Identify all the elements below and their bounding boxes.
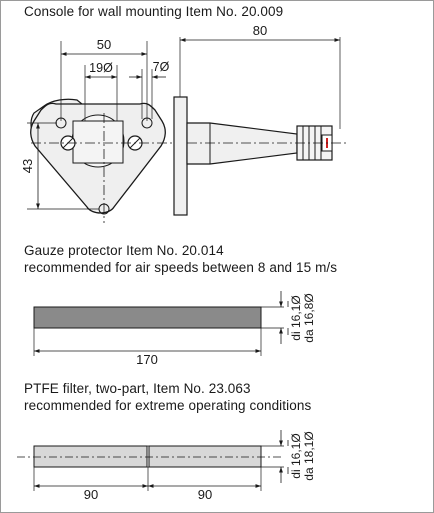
gauze-dim-inner: di 16,1Ø xyxy=(289,295,303,340)
ptfe-dim-length-left: 90 xyxy=(84,487,98,502)
gauze-dim-outer: da 16,8Ø xyxy=(302,293,316,342)
gauze-drawing xyxy=(33,291,289,356)
console-dim-height: 43 xyxy=(20,159,35,173)
ptfe-dim-inner: di 16,1Ø xyxy=(289,433,303,478)
console-title: Console for wall mounting Item No. 20.00… xyxy=(24,4,284,19)
console-side-flange xyxy=(173,96,188,216)
ptfe-dim-outer: da 18,1Ø xyxy=(302,431,316,480)
gauze-bar xyxy=(33,306,262,329)
ptfe-subtitle: recommended for extreme operating condit… xyxy=(24,398,312,413)
ptfe-bar-left xyxy=(33,445,148,468)
console-dim-bore: 19Ø xyxy=(89,61,113,75)
console-clamp xyxy=(72,120,124,164)
console-drawing xyxy=(27,37,346,223)
ptfe-drawing xyxy=(17,430,289,491)
console-dim-hole: 7Ø xyxy=(153,60,170,74)
gauze-dim-length: 170 xyxy=(136,352,158,367)
ptfe-dim-length-right: 90 xyxy=(198,487,212,502)
ptfe-bar-right xyxy=(148,445,262,468)
console-side-arm xyxy=(186,122,298,165)
gauze-subtitle: recommended for air speeds between 8 and… xyxy=(24,260,338,275)
ptfe-title: PTFE filter, two-part, Item No. 23.063 xyxy=(24,381,251,396)
console-dim-width: 50 xyxy=(97,37,111,52)
console-dim-length: 80 xyxy=(253,23,267,38)
gauze-title: Gauze protector Item No. 20.014 xyxy=(24,243,224,258)
